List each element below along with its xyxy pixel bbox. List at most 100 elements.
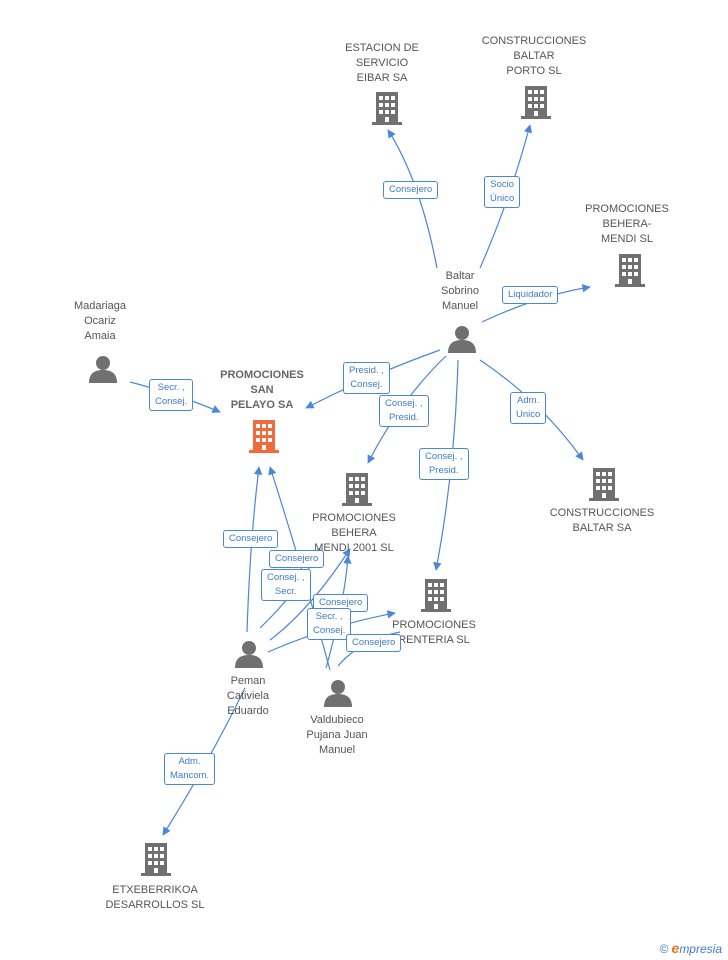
node-label-line: CONSTRUCCIONES: [481, 35, 587, 47]
node-label-line: Ocariz: [84, 315, 116, 327]
building-icon[interactable]: [587, 468, 621, 504]
node-peman-cativiela-eduardo[interactable]: Peman Cativiela Eduardo: [208, 674, 288, 719]
node-label-line: SERVICIO: [355, 57, 409, 69]
node-promociones-behera-mendi-2001[interactable]: PROMOCIONES BEHERA MENDI 2001 SL: [304, 511, 404, 556]
node-label-line: MENDI SL: [601, 233, 653, 245]
edge-label-text: Consej. ,: [385, 398, 423, 409]
edge-label-secr-consej[interactable]: Secr. , Consej.: [149, 379, 194, 411]
building-icon[interactable]: [370, 92, 404, 128]
node-estacion-servicio-eibar[interactable]: ESTACION DE SERVICIO EIBAR SA: [332, 41, 432, 86]
node-label-line: RENTERIA SL: [398, 634, 470, 646]
building-icon[interactable]: [340, 473, 374, 509]
edge-label-text: Consejero: [389, 184, 433, 195]
node-label-line: CONSTRUCCIONES: [549, 507, 655, 519]
building-icon[interactable]: [139, 843, 173, 879]
node-construcciones-baltar-sa[interactable]: CONSTRUCCIONES BALTAR SA: [546, 506, 658, 536]
edge-peman-sanpelayo-1: [246, 466, 263, 633]
edge-label-presid-consej[interactable]: Presid. , Consej.: [343, 362, 390, 394]
edge-label-consejero[interactable]: Consejero: [346, 634, 402, 652]
node-label-line: BALTAR SA: [572, 522, 632, 534]
building-icon[interactable]: [519, 86, 553, 122]
node-label-line: MENDI 2001 SL: [314, 542, 394, 554]
edge-label-text: Unico: [516, 409, 541, 420]
brand-initial: e: [671, 940, 680, 956]
node-label-line: Amaia: [84, 330, 116, 342]
building-focus-icon[interactable]: [247, 420, 281, 456]
person-icon[interactable]: [89, 355, 117, 383]
person-icon[interactable]: [235, 640, 263, 668]
edge-label-text: Consej.: [155, 396, 188, 407]
edge-label-text: Adm.: [178, 756, 201, 767]
edge-baltar-estacion: [387, 129, 438, 269]
edge-label-adm-mancom[interactable]: Adm. Mancom.: [164, 753, 216, 785]
edge-label-text: Consej.: [350, 379, 383, 390]
node-label-line: DESARROLLOS SL: [105, 899, 205, 911]
node-label-line: Cativiela: [226, 690, 270, 702]
edge-label-text: Adm.: [517, 395, 540, 406]
edge-peman-2001: [269, 548, 351, 641]
edge-label-consej-presid[interactable]: Consej. , Presid.: [419, 448, 469, 480]
node-label-line: Madariaga: [74, 300, 126, 312]
edge-label-text: Consej. ,: [425, 451, 463, 462]
node-label-line: PELAYO SA: [230, 399, 294, 411]
edge-label-text: Secr. ,: [315, 611, 343, 622]
edge-label-text: Presid.: [388, 412, 419, 423]
node-label-line: PROMOCIONES: [220, 369, 304, 381]
node-label-line: BALTAR: [513, 50, 555, 62]
edge-label-text: Liquidador: [508, 289, 553, 300]
edge-label-liquidador[interactable]: Liquidador: [502, 286, 559, 304]
edge-label-secr-consej[interactable]: Secr. , Consej.: [307, 608, 352, 640]
edge-label-adm-unico[interactable]: Adm. Unico: [510, 392, 547, 424]
node-baltar-sobrino-manuel[interactable]: Baltar Sobrino Manuel: [420, 269, 500, 314]
edge-label-text: Secr. ,: [157, 382, 185, 393]
edge-label-consejero[interactable]: Consejero: [383, 181, 439, 199]
node-label-line: Manuel: [441, 300, 479, 312]
building-icon[interactable]: [419, 579, 453, 615]
node-label-line: Eduardo: [227, 705, 269, 717]
node-label-line: Peman: [230, 675, 266, 687]
edge-label-text: Consej.: [313, 625, 346, 636]
edge-label-text: Único: [490, 193, 515, 204]
node-madariaga-ocariz-amaia[interactable]: Madariaga Ocariz Amaia: [60, 299, 140, 344]
node-promociones-renteria[interactable]: PROMOCIONES RENTERIA SL: [384, 618, 484, 648]
edge-label-text: Socio: [490, 179, 515, 190]
edge-label-consej-presid[interactable]: Consej. , Presid.: [379, 395, 429, 427]
brand-name: mpresia: [679, 942, 722, 956]
node-label-line: PROMOCIONES: [392, 619, 476, 631]
edge-label-text: Consejero: [352, 637, 396, 648]
edge-label-socio-unico[interactable]: Socio Único: [484, 176, 521, 208]
edge-label-text: Mancom.: [170, 770, 210, 781]
node-etxeberrikoa-desarrollos[interactable]: ETXEBERRIKOA DESARROLLOS SL: [100, 883, 210, 913]
edge-label-text: Presid.: [428, 465, 459, 476]
node-valdubieco-pujana-juan-manuel[interactable]: Valdubieco Pujana Juan Manuel: [292, 713, 382, 758]
node-label-line: PROMOCIONES: [585, 203, 669, 215]
node-label-line: EIBAR SA: [356, 72, 408, 84]
empresia-logo[interactable]: ©empresia: [660, 940, 722, 956]
edge-label-text: Secr.: [274, 586, 297, 597]
node-label-line: ETXEBERRIKOA: [112, 884, 198, 896]
node-label-line: ESTACION DE: [345, 42, 419, 54]
node-label-line: BEHERA-: [602, 218, 652, 230]
node-promociones-behera-mendi[interactable]: PROMOCIONES BEHERA- MENDI SL: [576, 202, 678, 247]
edge-label-consejero[interactable]: Consejero: [223, 530, 279, 548]
edge-label-text: Consejero: [229, 533, 273, 544]
node-label-line: Valdubieco: [310, 714, 364, 726]
node-label-line: BEHERA: [331, 527, 377, 539]
node-label-line: SAN: [250, 384, 274, 396]
edge-label-text: Consejero: [319, 597, 363, 608]
edge-label-text: Consejero: [275, 553, 319, 564]
node-construcciones-baltar-porto[interactable]: CONSTRUCCIONES BALTAR PORTO SL: [478, 34, 590, 79]
node-label-line: Manuel: [318, 744, 356, 756]
building-icon[interactable]: [613, 254, 647, 290]
node-promociones-san-pelayo[interactable]: PROMOCIONES SAN PELAYO SA: [210, 368, 314, 413]
edge-label-text: Presid. ,: [349, 365, 384, 376]
person-icon[interactable]: [324, 679, 352, 707]
node-label-line: Baltar: [445, 270, 475, 282]
edge-label-consej-secr[interactable]: Consej. , Secr.: [261, 569, 311, 601]
edge-label-text: Consej. ,: [267, 572, 305, 583]
node-label-line: PROMOCIONES: [312, 512, 396, 524]
node-label-line: Pujana Juan: [306, 729, 368, 741]
person-icon[interactable]: [448, 325, 476, 353]
edge-label-consejero[interactable]: Consejero: [269, 550, 325, 568]
node-label-line: Sobrino: [441, 285, 479, 297]
